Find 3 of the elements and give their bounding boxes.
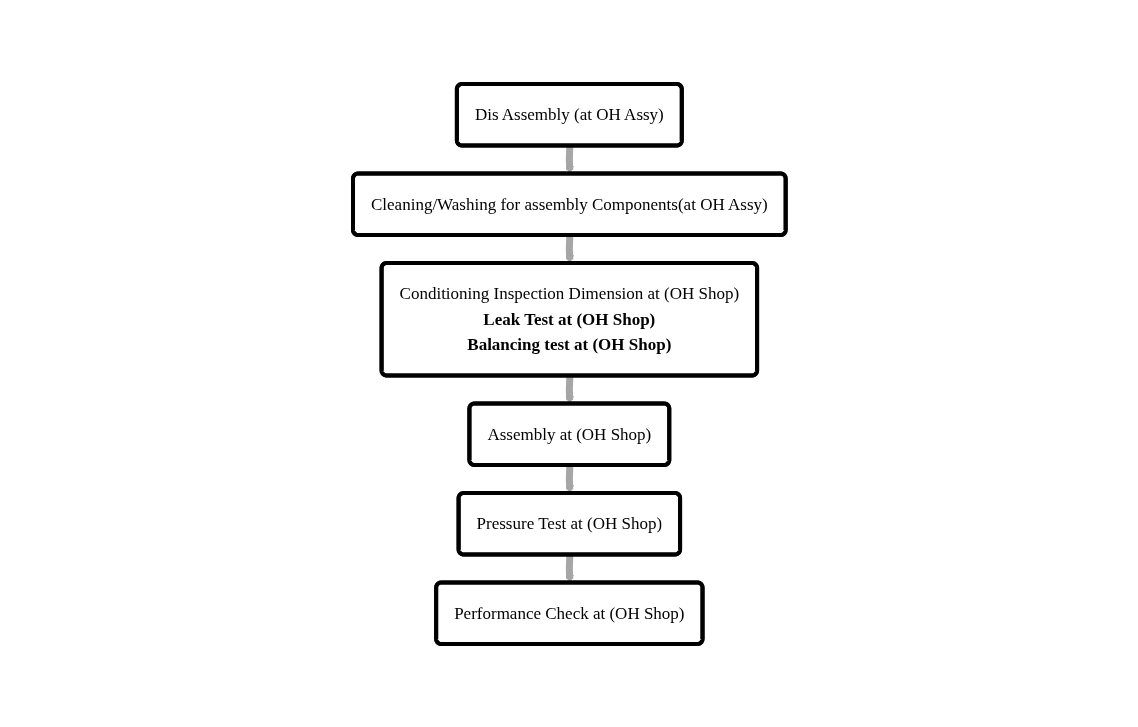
arrow xyxy=(564,375,574,404)
arrow xyxy=(564,554,574,583)
arrow xyxy=(564,145,574,174)
